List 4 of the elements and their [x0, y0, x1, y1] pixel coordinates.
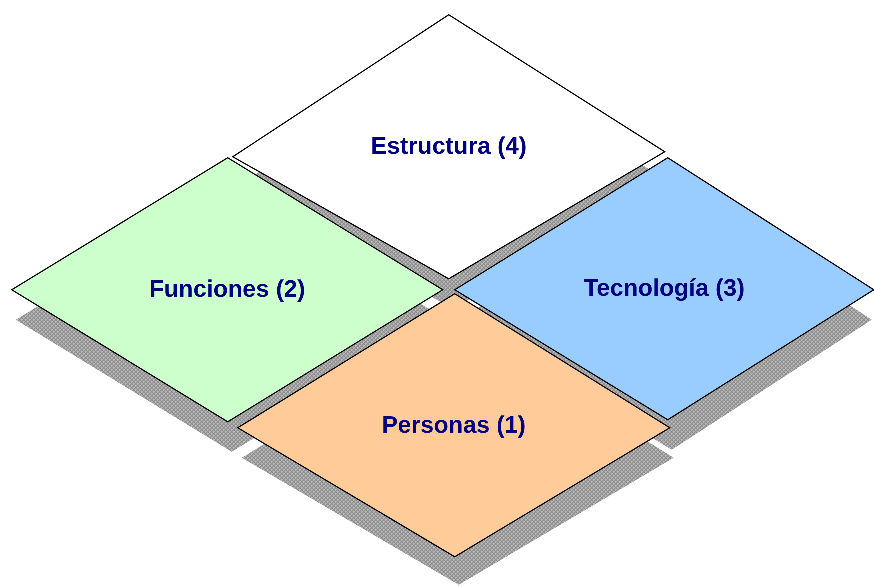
tile-label: Personas (1) [380, 412, 528, 440]
tile-label: Tecnología (3) [583, 275, 746, 303]
tile-label: Funciones (2) [148, 276, 306, 304]
tile-label: Estructura (4) [370, 133, 528, 161]
